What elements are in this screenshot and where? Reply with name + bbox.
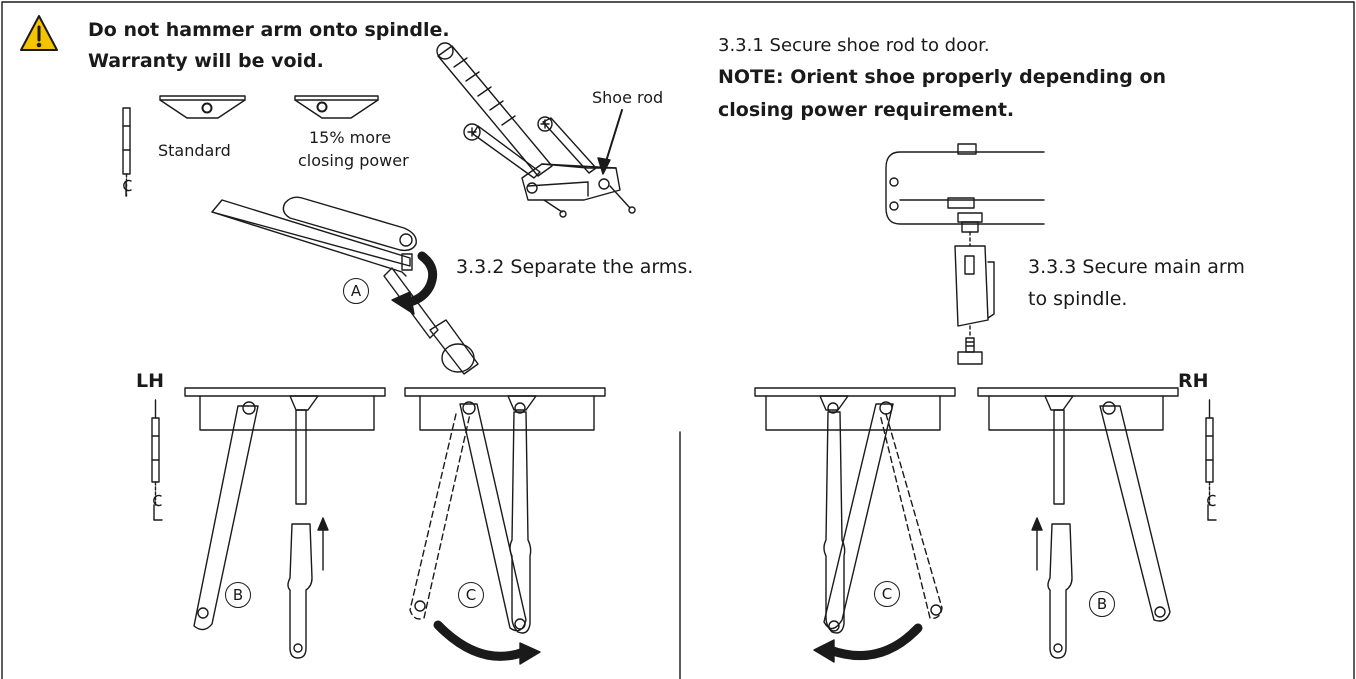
step-3-3-2-text: 3.3.2 Separate the arms. (456, 256, 694, 278)
warning-triangle-icon (20, 15, 58, 51)
centerline-hinge-symbol-rh (1205, 399, 1217, 521)
callout-c-right: C (874, 581, 900, 607)
centerline-hinge-symbol-top (122, 107, 132, 197)
rotate-arrow-a (391, 251, 438, 315)
step-3-3-3-text-line-1: 3.3.3 Secure main arm (1028, 256, 1245, 278)
callout-c-left: C (458, 582, 484, 608)
note-line-1: NOTE: Orient shoe properly depending on (718, 66, 1167, 88)
step-3-3-3-text-line-2: to spindle. (1028, 288, 1128, 310)
callout-a: A (343, 278, 369, 304)
power-shoe-drawing (294, 95, 379, 119)
note-line-2: closing power requirement. (718, 99, 1015, 121)
callout-b-left: B (225, 582, 251, 608)
callout-b-right: B (1089, 591, 1115, 617)
lh-closer-b-drawing (184, 387, 386, 659)
left-hand-label: LH (136, 370, 165, 392)
shoe-rod-assembly-drawing (436, 42, 636, 218)
standard-shoe-label: Standard (158, 141, 231, 160)
rh-closer-c-drawing (754, 387, 956, 663)
warning-line-1: Do not hammer arm onto spindle. (88, 19, 450, 41)
power-shoe-label-line-2: closing power (298, 151, 409, 170)
closer-body-drawing (885, 143, 1045, 247)
shoe-rod-pointer-arrow (597, 109, 623, 175)
arm-separation-drawing (211, 196, 479, 375)
lh-closer-c-drawing (404, 387, 606, 665)
right-hand-label: RH (1178, 370, 1209, 392)
shoe-rod-label: Shoe rod (592, 88, 664, 107)
step-3-3-1-text: 3.3.1 Secure shoe rod to door. (718, 35, 990, 56)
centerline-hinge-symbol-lh (151, 399, 163, 521)
power-shoe-label-line-1: 15% more (309, 128, 392, 147)
rh-closer-b-drawing (977, 387, 1179, 659)
warning-line-2: Warranty will be void. (88, 50, 324, 72)
standard-shoe-drawing (159, 95, 246, 119)
main-arm-hub-drawing (954, 245, 995, 365)
